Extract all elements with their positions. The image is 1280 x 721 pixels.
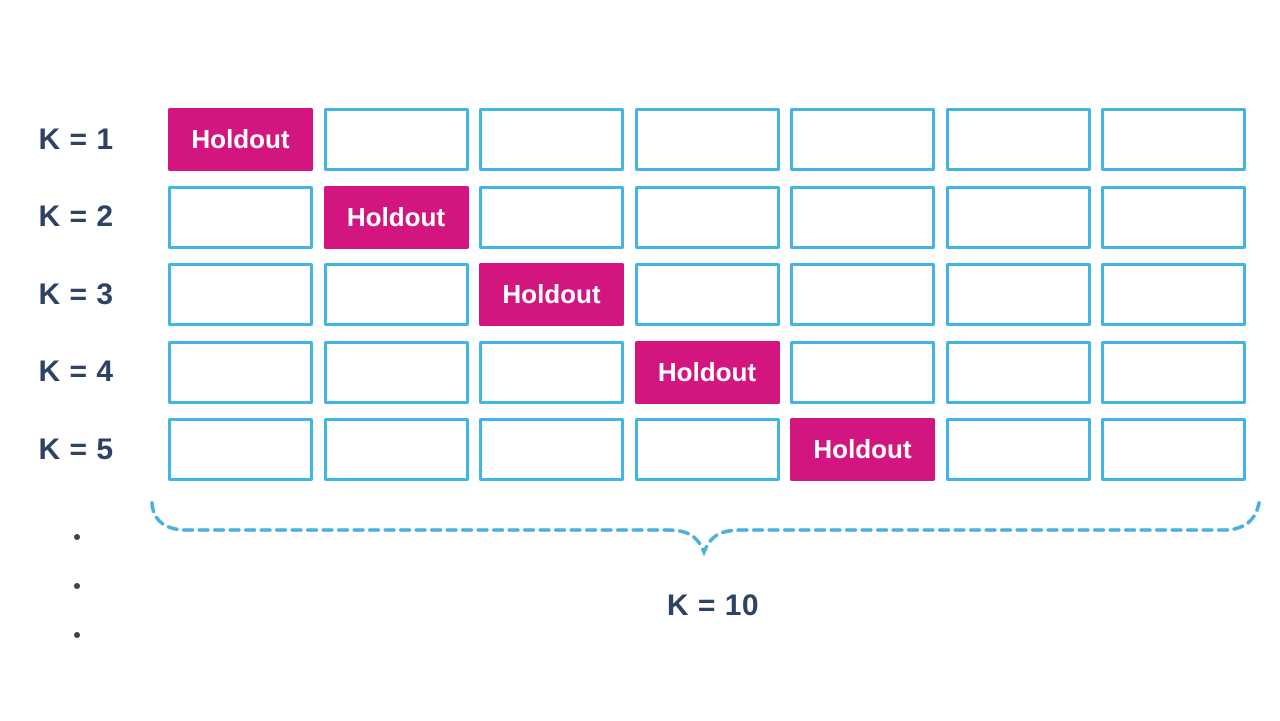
fold-cell <box>1101 263 1246 326</box>
fold-cell <box>1101 418 1246 481</box>
ellipsis-dot <box>74 534 80 540</box>
fold-cell <box>168 340 313 404</box>
holdout-cell: Holdout <box>634 340 780 404</box>
fold-cell <box>945 108 1091 171</box>
fold-cell <box>1101 108 1246 171</box>
fold-cell <box>323 263 469 326</box>
fold-cell <box>945 340 1091 404</box>
fold-cell <box>168 185 313 249</box>
holdout-cell: Holdout <box>323 185 469 249</box>
fold-cell <box>634 263 780 326</box>
fold-cell <box>790 185 935 249</box>
row-label: K = 5 <box>38 432 114 466</box>
brace-path <box>150 501 1261 557</box>
fold-cell <box>634 108 780 171</box>
holdout-cell: Holdout <box>479 263 624 326</box>
fold-cell <box>479 185 624 249</box>
fold-cell <box>479 340 624 404</box>
ellipsis-dot <box>74 583 80 589</box>
fold-cell <box>945 263 1091 326</box>
fold-cell <box>634 185 780 249</box>
fold-cell <box>1101 185 1246 249</box>
fold-cell <box>479 418 624 481</box>
holdout-cell: Holdout <box>168 108 313 171</box>
fold-cell <box>634 418 780 481</box>
row-label: K = 1 <box>38 122 114 156</box>
fold-cell <box>790 108 935 171</box>
fold-cell <box>945 185 1091 249</box>
fold-cell <box>1101 340 1246 404</box>
holdout-cell: Holdout <box>790 418 935 481</box>
fold-cell <box>479 108 624 171</box>
row-label: K = 4 <box>38 355 114 388</box>
row-label: K = 2 <box>38 200 114 233</box>
fold-cell <box>790 263 935 326</box>
ellipsis-dots <box>74 534 80 638</box>
ellipsis-dot <box>74 632 80 638</box>
fold-cell <box>323 418 469 481</box>
fold-cell <box>323 108 469 171</box>
fold-cell <box>945 418 1091 481</box>
fold-cell <box>790 340 935 404</box>
row-label: K = 3 <box>38 277 114 311</box>
fold-cell <box>168 263 313 326</box>
fold-cell <box>323 340 469 404</box>
fold-cell <box>168 418 313 481</box>
row-labels: K = 1 K = 2 K = 3 K = 4 K = 5 <box>24 108 128 481</box>
brace-label: K = 10 <box>666 589 760 622</box>
